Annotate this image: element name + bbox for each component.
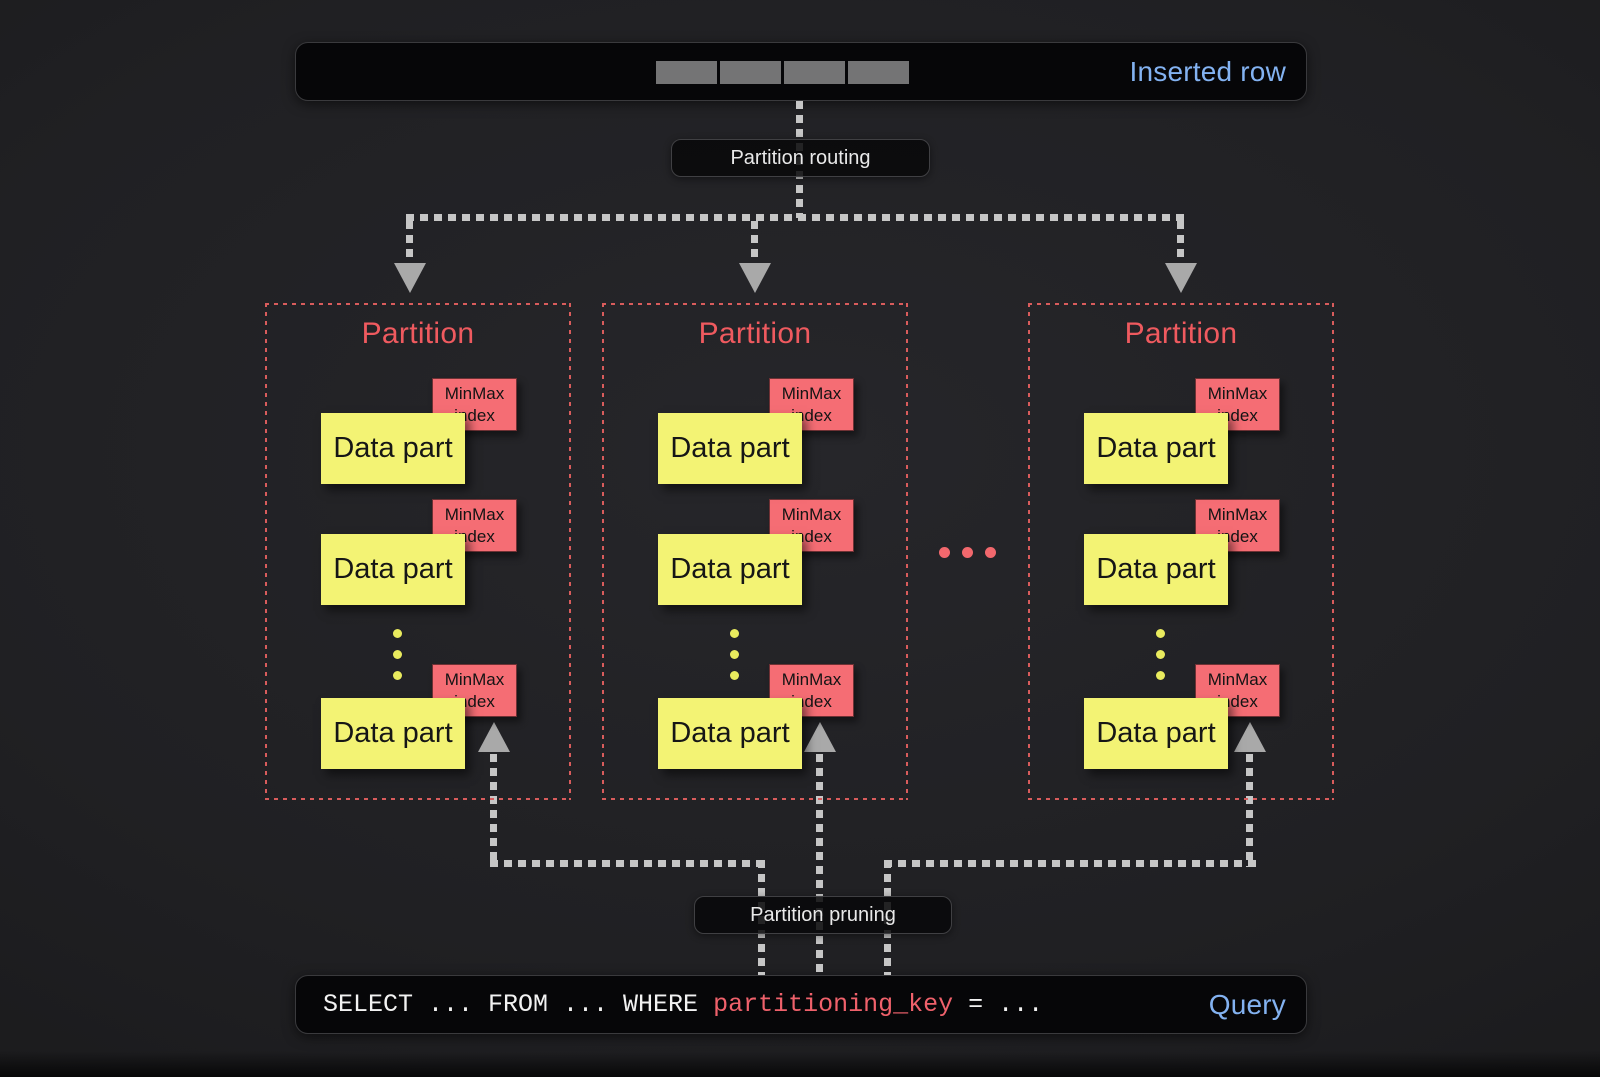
- more-partitions-dot: [939, 547, 950, 558]
- pruning-line-right-horizontal: [884, 860, 1257, 867]
- partition-title: Partition: [1124, 317, 1238, 350]
- partition-routing-label: Partition routing: [730, 146, 871, 169]
- ellipsis-dot: [730, 650, 739, 659]
- inserted-row-bar: Inserted row: [295, 42, 1307, 101]
- query-code-suffix: = ...: [953, 990, 1044, 1019]
- partition-routing-pill: Partition routing: [671, 139, 930, 177]
- row-segment: [784, 61, 845, 84]
- row-segment: [656, 61, 717, 84]
- routing-drop-partition-1: [406, 221, 413, 263]
- data-part-box: Data part: [1084, 534, 1228, 605]
- bottom-shade: [0, 1051, 1600, 1077]
- ellipsis-dot: [1156, 629, 1165, 638]
- data-part-box: Data part: [658, 413, 802, 484]
- ellipsis-dot: [393, 671, 402, 680]
- data-part-box: Data part: [1084, 413, 1228, 484]
- query-bar: SELECT ... FROM ... WHERE partitioning_k…: [295, 975, 1307, 1034]
- row-segments: [656, 61, 909, 84]
- inserted-row-label: Inserted row: [1129, 55, 1286, 87]
- pruning-line-partition-3: [1246, 754, 1253, 867]
- ellipsis-dot: [393, 629, 402, 638]
- routing-drop-partition-3: [1177, 221, 1184, 263]
- routing-drop-partition-2: [751, 221, 758, 263]
- partition-box-2: Partition MinMax index Data part MinMax …: [602, 303, 908, 800]
- arrow-down-icon: [1165, 263, 1197, 293]
- minmax-index-tag: MinMax index: [769, 664, 854, 717]
- data-part-box: Data part: [321, 413, 465, 484]
- routing-line-horizontal: [406, 214, 1185, 221]
- row-segment: [848, 61, 909, 84]
- partition-title: Partition: [361, 317, 475, 350]
- data-part-box: Data part: [1084, 698, 1228, 769]
- query-code-prefix: SELECT ... FROM ... WHERE: [323, 990, 714, 1019]
- partition-title: Partition: [698, 317, 812, 350]
- pruning-line-partition-2: [816, 754, 823, 975]
- arrow-down-icon: [394, 263, 426, 293]
- minmax-index-tag: MinMax index: [432, 499, 517, 552]
- ellipsis-dot: [1156, 650, 1165, 659]
- query-partitioning-key: partitioning_key: [713, 990, 954, 1019]
- ellipsis-dot: [1156, 671, 1165, 680]
- data-part-box: Data part: [321, 534, 465, 605]
- more-partitions-dot: [985, 547, 996, 558]
- more-partitions-dot: [962, 547, 973, 558]
- ellipsis-dot: [730, 629, 739, 638]
- query-label: Query: [1208, 988, 1286, 1020]
- data-part-box: Data part: [321, 698, 465, 769]
- partition-box-1: Partition MinMax index Data part MinMax …: [265, 303, 571, 800]
- minmax-index-tag: MinMax index: [769, 499, 854, 552]
- partition-box-3: Partition MinMax index Data part MinMax …: [1028, 303, 1334, 800]
- partition-pruning-pill: Partition pruning: [694, 896, 952, 934]
- partition-pruning-label: Partition pruning: [750, 903, 896, 926]
- pruning-line-partition-1: [490, 754, 497, 867]
- data-part-box: Data part: [658, 534, 802, 605]
- ellipsis-dot: [730, 671, 739, 680]
- row-segment: [720, 61, 781, 84]
- data-part-box: Data part: [658, 698, 802, 769]
- pruning-line-left-horizontal: [490, 860, 766, 867]
- ellipsis-dot: [393, 650, 402, 659]
- query-code: SELECT ... FROM ... WHERE partitioning_k…: [323, 976, 1043, 1033]
- arrow-down-icon: [739, 263, 771, 293]
